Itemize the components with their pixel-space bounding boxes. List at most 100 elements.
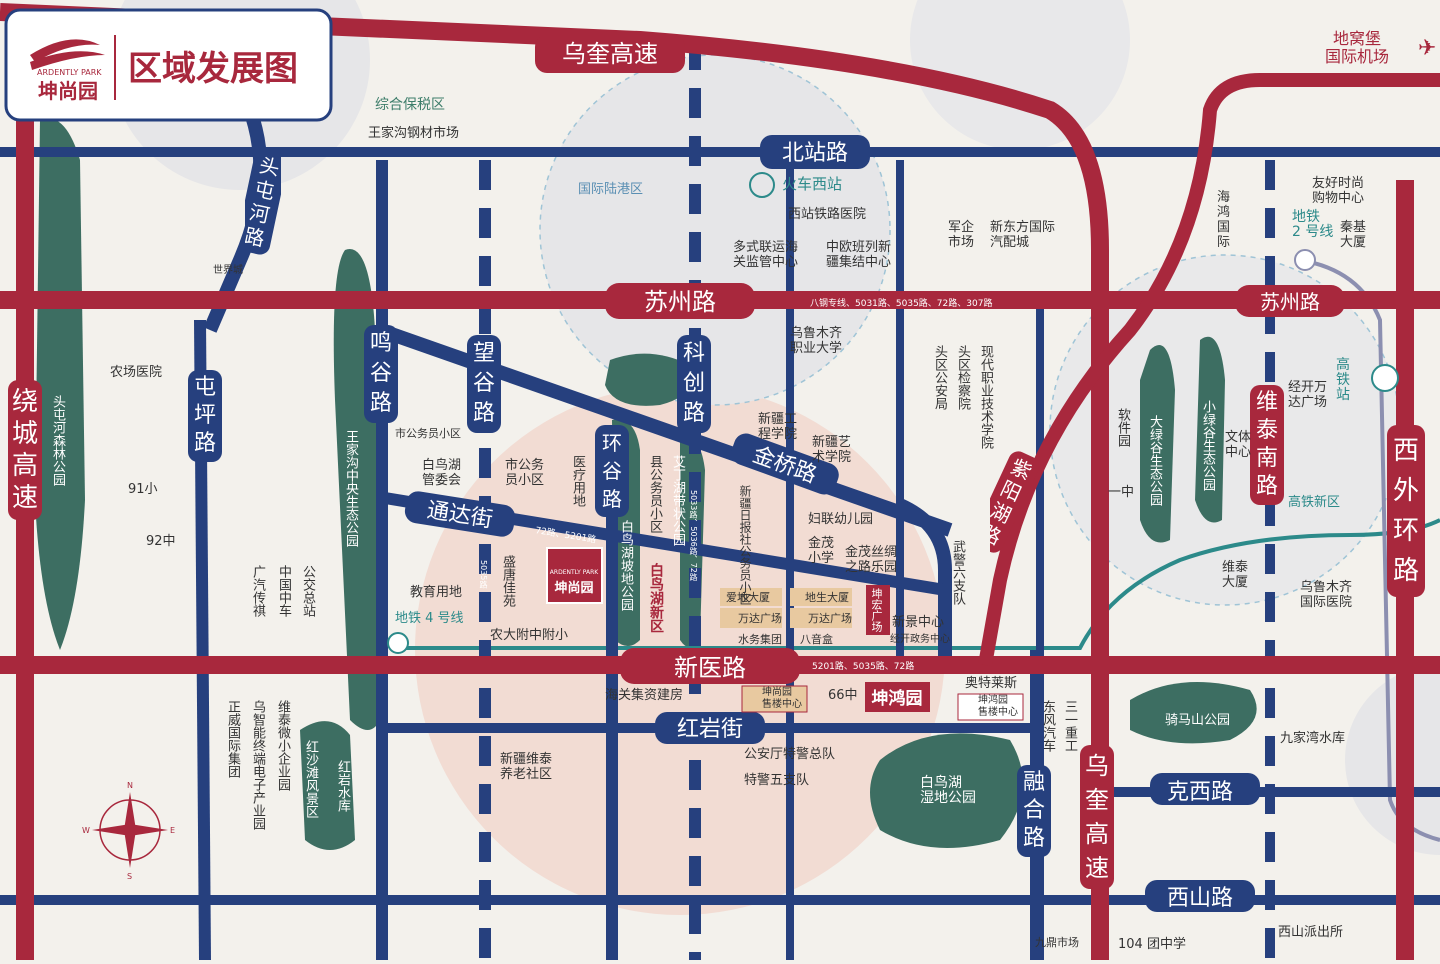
- poi-college[interactable]: 乌鲁木齐 职业大学: [790, 326, 843, 356]
- poi-police-bureau[interactable]: 头区公安局: [932, 345, 947, 410]
- poi-shijiecheng[interactable]: 世界城: [213, 265, 243, 276]
- poi-aiding-park[interactable]: 艾丁湖带状公园: [670, 455, 685, 546]
- poi-airport[interactable]: 地窝堡 国际机场: [1325, 29, 1390, 66]
- label-suzhou-bus: 八钢专线、5031路、5035路、72路、307路: [810, 297, 992, 309]
- poi-xiaolv[interactable]: 小绿谷生态公园: [1200, 400, 1215, 491]
- poi-engineering[interactable]: 新疆工 程学院: [758, 412, 798, 442]
- poi-qima[interactable]: 骑马山公园: [1165, 713, 1231, 728]
- poi-ruanjian[interactable]: 软件园: [1115, 408, 1130, 447]
- poi-xinjing[interactable]: 新景中心: [892, 615, 945, 630]
- poi-military-market[interactable]: 军企 市场: [948, 220, 975, 250]
- poi-youhao[interactable]: 友好时尚 购物中心: [1312, 176, 1365, 206]
- poi-92[interactable]: 92中: [146, 534, 176, 549]
- poi-outlets[interactable]: 奥特莱斯: [965, 676, 1018, 691]
- poi-aidi[interactable]: 爱地大厦: [726, 591, 770, 604]
- poi-police-5[interactable]: 特警五支队: [744, 773, 810, 788]
- kunshang-sales-badge[interactable]: [741, 685, 808, 713]
- poi-haiguan[interactable]: 海关集资建房: [605, 688, 684, 703]
- poi-metro4[interactable]: 地铁 4 号线: [395, 611, 464, 626]
- poi-police-hq[interactable]: 公安厅特警总队: [744, 747, 836, 762]
- kunhong-badge[interactable]: [865, 682, 930, 712]
- poi-baiwu-wetland[interactable]: 白鸟湖 湿地公园: [920, 775, 976, 806]
- poi-wuzhi[interactable]: 乌智能终端电子产业园: [250, 700, 265, 830]
- poi-china-truck[interactable]: 中国中车: [276, 565, 291, 617]
- poi-shengtang[interactable]: 盛唐佳苑: [500, 555, 515, 607]
- label-weitai: 维泰南路: [1250, 385, 1284, 505]
- poi-wenti[interactable]: 文体 中心: [1225, 430, 1252, 460]
- poi-baiwu-committee[interactable]: 白鸟湖 管委会: [422, 458, 462, 488]
- poi-steel-market[interactable]: 王家沟钢材市场: [368, 126, 460, 141]
- poi-voc-college[interactable]: 现代职业技术学院: [978, 345, 993, 449]
- poi-guangqi[interactable]: 广汽传祺: [250, 565, 265, 617]
- poi-91[interactable]: 91小: [128, 482, 158, 497]
- kunhong-label: 坤鸿园: [872, 688, 923, 709]
- poi-hongyan-res[interactable]: 红岩水库: [335, 760, 350, 812]
- poi-66[interactable]: 66中: [828, 688, 858, 703]
- poi-edu-land[interactable]: 教育用地: [410, 585, 463, 600]
- poi-kindergarten[interactable]: 妇联幼儿园: [808, 512, 874, 527]
- poi-baiwu-slope[interactable]: 白鸟湖坡地公园: [618, 520, 633, 611]
- poi-metro2[interactable]: 地铁 2 号线: [1292, 209, 1334, 240]
- poi-hongsha[interactable]: 红沙滩风景区: [303, 740, 318, 818]
- poi-kunhong-sales[interactable]: 坤鸿园 售楼中心: [978, 695, 1018, 718]
- baiwu-small-park: [605, 353, 692, 406]
- aidi-plate: [720, 588, 782, 606]
- poi-cn-eu[interactable]: 中欧班列新 疆集结中心: [826, 240, 892, 270]
- metro-4-icon: [387, 632, 409, 654]
- poi-multimodal[interactable]: 多式联运海 关监管中心: [733, 240, 799, 270]
- poi-baiwu-new[interactable]: 白鸟湖新区: [648, 563, 664, 633]
- poi-weitai-elder[interactable]: 新疆维泰 养老社区: [500, 752, 553, 782]
- poi-xindongfang[interactable]: 新东方国际 汽配城: [990, 220, 1056, 250]
- poi-jingkai[interactable]: 经开政务中心: [890, 634, 950, 645]
- poi-hsr[interactable]: 高 铁 站: [1336, 357, 1350, 403]
- poi-civil-res2[interactable]: 市公务 员小区: [505, 458, 545, 488]
- logo-en: ARDENTLY PARK: [37, 68, 102, 77]
- poi-dongfeng[interactable]: 东风汽车: [1040, 700, 1055, 752]
- poi-weitai-tower[interactable]: 维泰 大厦: [1222, 560, 1249, 590]
- poi-wanda-2[interactable]: 万达广场: [808, 612, 852, 625]
- poi-medical-land[interactable]: 医疗用地: [570, 455, 585, 507]
- poi-jinmao[interactable]: 金茂 小学: [808, 536, 835, 566]
- poi-kunshang-sales[interactable]: 坤尚园 售楼中心: [762, 687, 802, 710]
- poi-county-res[interactable]: 县公务员小区: [647, 455, 662, 533]
- poi-dalv[interactable]: 大绿谷生态公园: [1147, 415, 1162, 506]
- poi-procuratorate[interactable]: 头区检察院: [955, 345, 970, 410]
- poi-bayinhe[interactable]: 八音盒: [800, 633, 833, 646]
- poi-train-hosp[interactable]: 西站铁路医院: [788, 207, 867, 222]
- poi-wanda-1[interactable]: 万达广场: [738, 612, 782, 625]
- poi-wujing[interactable]: 武警六支队: [950, 540, 965, 605]
- compass-w: W: [82, 826, 90, 835]
- poi-yizhong[interactable]: 一中: [1108, 485, 1135, 500]
- poi-zhengwei[interactable]: 正威国际集团: [225, 700, 240, 778]
- poi-train-west[interactable]: 火车西站: [782, 175, 843, 193]
- poi-nongchang[interactable]: 农场医院: [110, 365, 163, 380]
- poi-urumqi-hosp[interactable]: 乌鲁木齐 国际医院: [1300, 580, 1353, 610]
- poi-land-port[interactable]: 国际陆港区: [578, 182, 644, 197]
- poi-civil-res[interactable]: 市公务员小区: [395, 427, 461, 440]
- poi-hsr-new[interactable]: 高铁新区: [1288, 495, 1341, 510]
- poi-wjg-park[interactable]: 王家沟中央生态公园: [343, 430, 358, 547]
- poi-jiujiawan[interactable]: 九家湾水库: [1280, 731, 1346, 746]
- poi-forest-park[interactable]: 头屯河森林公园: [50, 395, 65, 486]
- poi-xishan-police[interactable]: 西山派出所: [1278, 925, 1344, 940]
- poi-silk-road[interactable]: 金茂丝绸 之路乐园: [845, 545, 898, 575]
- poi-disheng[interactable]: 地生大厦: [805, 591, 849, 604]
- poi-daily-res[interactable]: 新疆日报社公务员小区: [738, 485, 752, 605]
- kunshang-badge[interactable]: [546, 547, 603, 604]
- poi-qintai[interactable]: 秦基 大厦: [1340, 220, 1367, 250]
- poi-weitai-small[interactable]: 维泰微小企业园: [275, 700, 290, 791]
- qima-park: [1130, 682, 1257, 744]
- poi-kunhong-sq[interactable]: 坤宏广场: [870, 588, 883, 632]
- compass-e: E: [170, 826, 175, 835]
- poi-bus-station[interactable]: 公交总站: [300, 565, 315, 617]
- poi-nongda[interactable]: 农大附中附小: [490, 628, 569, 643]
- poi-shuiwu[interactable]: 水务集团: [738, 633, 782, 646]
- poi-jiuding[interactable]: 九鼎市场: [1035, 936, 1079, 949]
- poi-sanyi[interactable]: 三一重工: [1062, 700, 1077, 752]
- poi-jingkai-wanda[interactable]: 经开万 达广场: [1288, 380, 1328, 410]
- poi-bonded[interactable]: 综合保税区: [375, 97, 445, 113]
- poi-art-college[interactable]: 新疆艺 术学院: [812, 435, 852, 465]
- poi-haihong[interactable]: 海 鸿 国 际: [1217, 190, 1231, 250]
- poi-104[interactable]: 104 团中学: [1118, 937, 1186, 952]
- kunhong-sales-badge[interactable]: [957, 693, 1024, 721]
